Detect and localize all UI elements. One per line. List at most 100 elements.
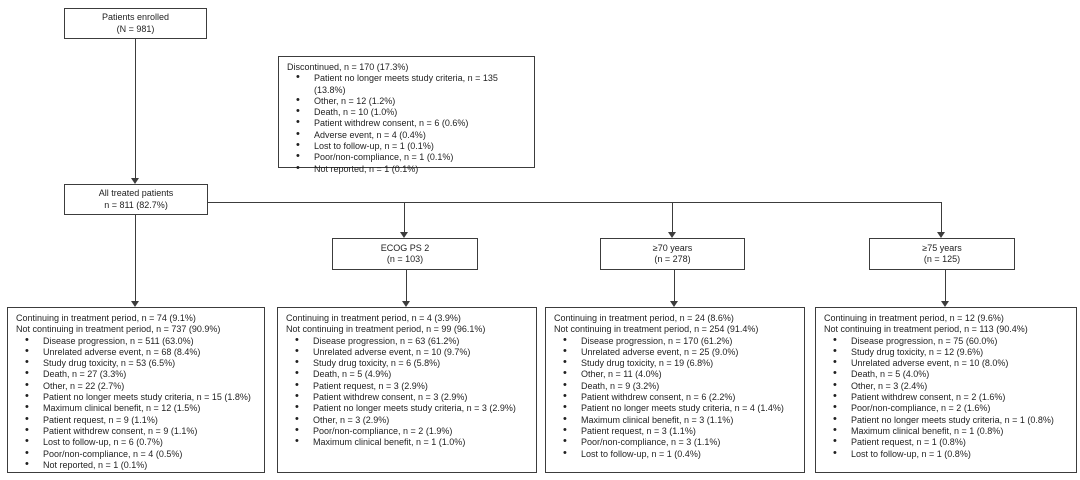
list-item: Death, n = 27 (3.3%) <box>16 368 260 380</box>
outcome-box-ecog-ps2: Continuing in treatment period, n = 4 (3… <box>277 307 537 473</box>
outcome-box-75-years: Continuing in treatment period, n = 12 (… <box>815 307 1077 473</box>
list-item: Unrelated adverse event, n = 10 (9.7%) <box>286 346 532 358</box>
arrowhead-icon <box>670 301 678 307</box>
discontinued-title: Discontinued, n = 170 (17.3%) <box>287 62 409 72</box>
subgroup-line2: (n = 278) <box>654 254 691 264</box>
enrolled-box: Patients enrolled (N = 981) <box>64 8 207 39</box>
continuing-line: Continuing in treatment period, n = 4 (3… <box>286 313 461 323</box>
subgroup-line1: ECOG PS 2 <box>380 242 430 253</box>
subgroup-box-70-years: ≥70 years (n = 278) <box>600 238 745 270</box>
discontinued-box: Discontinued, n = 170 (17.3%) Patient no… <box>278 56 535 174</box>
list-item: Maximum clinical benefit, n = 12 (1.5%) <box>16 402 260 414</box>
list-item: Patient request, n = 3 (2.9%) <box>286 380 532 392</box>
list-item: Study drug toxicity, n = 12 (9.6%) <box>824 346 1072 358</box>
list-item: Patient no longer meets study criteria, … <box>824 414 1072 426</box>
list-item: Maximum clinical benefit, n = 1 (0.8%) <box>824 425 1072 437</box>
list-item: Patient withdrew consent, n = 9 (1.1%) <box>16 425 260 437</box>
not-continuing-line: Not continuing in treatment period, n = … <box>824 324 1028 335</box>
list-item: Unrelated adverse event, n = 25 (9.0%) <box>554 346 800 358</box>
list-item: Patient withdrew consent, n = 6 (2.2%) <box>554 391 800 403</box>
arrowhead-icon <box>941 301 949 307</box>
subgroup-line2: (n = 103) <box>386 254 424 264</box>
list-item: Patient request, n = 3 (1.1%) <box>554 425 800 437</box>
list-item: Death, n = 9 (3.2%) <box>554 380 800 392</box>
list-item: Study drug toxicity, n = 19 (6.8%) <box>554 357 800 369</box>
list-item: Patient no longer meets study criteria, … <box>554 402 800 414</box>
not-continuing-line: Not continuing in treatment period, n = … <box>16 324 221 335</box>
list-item: Disease progression, n = 63 (61.2%) <box>286 335 532 347</box>
connector-branch-horizontal <box>207 202 942 203</box>
treated-line1: All treated patients <box>98 188 174 199</box>
list-item: Patient request, n = 1 (0.8%) <box>824 436 1072 448</box>
continuing-line: Continuing in treatment period, n = 12 (… <box>824 313 1004 323</box>
list-item: Not reported, n = 1 (0.1%) <box>287 163 530 175</box>
list-item: Other, n = 22 (2.7%) <box>16 380 260 392</box>
subgroup-box-75-years: ≥75 years (n = 125) <box>869 238 1015 270</box>
list-item: Poor/non-compliance, n = 4 (0.5%) <box>16 448 260 460</box>
treated-line2: n = 811 (82.7%) <box>104 199 168 210</box>
list-item: Disease progression, n = 511 (63.0%) <box>16 335 260 347</box>
connector-75years-to-outcome4 <box>945 270 946 302</box>
enrolled-line1: Patients enrolled <box>101 12 170 23</box>
list-item: Other, n = 12 (1.2%) <box>287 95 530 107</box>
not-continuing-line: Not continuing in treatment period, n = … <box>554 324 759 335</box>
list-item: Maximum clinical benefit, n = 1 (1.0%) <box>286 436 532 448</box>
subgroup-line1: ≥70 years <box>652 242 693 253</box>
list-item: Patient no longer meets study criteria, … <box>16 391 260 403</box>
subgroup-box-ecog-ps2: ECOG PS 2 (n = 103) <box>332 238 478 270</box>
list-item: Patient no longer meets study criteria, … <box>286 402 532 414</box>
connector-ecog-to-outcome2 <box>406 270 407 302</box>
list-item: Disease progression, n = 170 (61.2%) <box>554 335 800 347</box>
list-item: Lost to follow-up, n = 1 (0.8%) <box>824 448 1072 460</box>
list-item: Patient withdrew consent, n = 3 (2.9%) <box>286 391 532 403</box>
list-item: Death, n = 10 (1.0%) <box>287 106 530 118</box>
list-item: Patient withdrew consent, n = 2 (1.6%) <box>824 391 1072 403</box>
outcome-list: Disease progression, n = 511 (63.0%)Unre… <box>16 335 260 472</box>
connector-branch-to-ecog <box>404 202 405 233</box>
list-item: Patient withdrew consent, n = 6 (0.6%) <box>287 117 530 129</box>
list-item: Maximum clinical benefit, n = 3 (1.1%) <box>554 414 800 426</box>
list-item: Disease progression, n = 75 (60.0%) <box>824 335 1072 347</box>
list-item: Study drug toxicity, n = 6 (5.8%) <box>286 357 532 369</box>
list-item: Patient no longer meets study criteria, … <box>287 72 530 96</box>
list-item: Death, n = 5 (4.9%) <box>286 368 532 380</box>
arrowhead-icon <box>400 232 408 238</box>
list-item: Lost to follow-up, n = 1 (0.1%) <box>287 140 530 152</box>
continuing-line: Continuing in treatment period, n = 74 (… <box>16 313 196 323</box>
arrowhead-icon <box>937 232 945 238</box>
arrowhead-icon <box>402 301 410 307</box>
list-item: Not reported, n = 1 (0.1%) <box>16 459 260 471</box>
arrowhead-icon <box>131 178 139 184</box>
connector-enrolled-to-treated <box>135 39 136 179</box>
connector-treated-to-outcome1 <box>135 215 136 302</box>
connector-70years-to-outcome3 <box>674 270 675 302</box>
connector-branch-to-75years <box>941 202 942 233</box>
discontinued-list: Patient no longer meets study criteria, … <box>287 72 530 175</box>
list-item: Study drug toxicity, n = 53 (6.5%) <box>16 357 260 369</box>
list-item: Unrelated adverse event, n = 10 (8.0%) <box>824 357 1072 369</box>
list-item: Lost to follow-up, n = 6 (0.7%) <box>16 436 260 448</box>
list-item: Poor/non-compliance, n = 3 (1.1%) <box>554 436 800 448</box>
list-item: Other, n = 3 (2.9%) <box>286 414 532 426</box>
outcome-box-all-treated: Continuing in treatment period, n = 74 (… <box>7 307 265 473</box>
treated-box: All treated patients n = 811 (82.7%) <box>64 184 208 215</box>
list-item: Lost to follow-up, n = 1 (0.4%) <box>554 448 800 460</box>
subgroup-line2: (n = 125) <box>923 254 961 264</box>
subgroup-line1: ≥75 years <box>922 242 962 253</box>
outcome-list: Disease progression, n = 75 (60.0%)Study… <box>824 335 1072 460</box>
arrowhead-icon <box>131 301 139 307</box>
outcome-list: Disease progression, n = 170 (61.2%)Unre… <box>554 335 800 460</box>
list-item: Poor/non-compliance, n = 1 (0.1%) <box>287 151 530 163</box>
list-item: Other, n = 3 (2.4%) <box>824 380 1072 392</box>
enrolled-line2: (N = 981) <box>116 23 155 34</box>
outcome-list: Disease progression, n = 63 (61.2%)Unrel… <box>286 335 532 449</box>
list-item: Poor/non-compliance, n = 2 (1.9%) <box>286 425 532 437</box>
list-item: Unrelated adverse event, n = 68 (8.4%) <box>16 346 260 358</box>
list-item: Death, n = 5 (4.0%) <box>824 368 1072 380</box>
continuing-line: Continuing in treatment period, n = 24 (… <box>554 313 734 323</box>
arrowhead-icon <box>668 232 676 238</box>
list-item: Patient request, n = 9 (1.1%) <box>16 414 260 426</box>
list-item: Poor/non-compliance, n = 2 (1.6%) <box>824 402 1072 414</box>
list-item: Adverse event, n = 4 (0.4%) <box>287 129 530 141</box>
